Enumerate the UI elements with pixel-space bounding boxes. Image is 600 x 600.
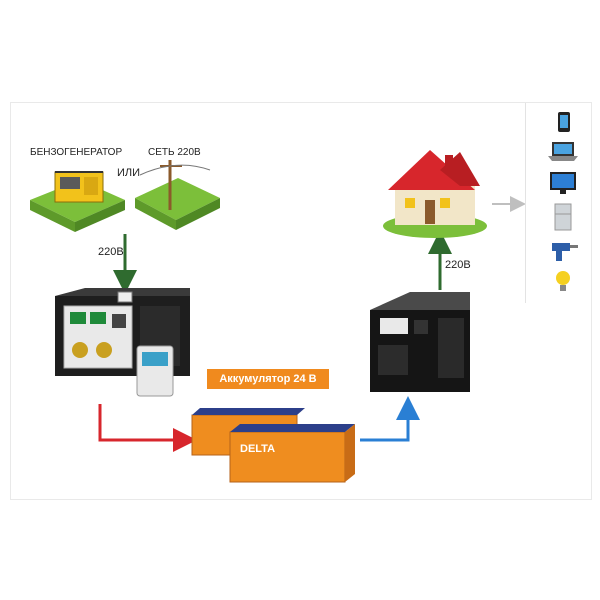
house-icon xyxy=(383,150,487,238)
lightbulb-icon xyxy=(556,271,570,291)
battery-brand: DELTA xyxy=(240,443,275,455)
generator-label: БЕНЗОГЕНЕРАТОР xyxy=(30,147,123,158)
charger-unit-icon xyxy=(55,288,190,397)
arrow-discharge xyxy=(360,396,420,442)
arrow-charge xyxy=(98,404,197,452)
power-pole-icon xyxy=(135,160,220,230)
generator-icon xyxy=(30,171,125,232)
laptop-icon xyxy=(548,142,578,161)
battery-label: Аккумулятор 24 В xyxy=(207,369,329,389)
battery-icon: DELTA xyxy=(191,408,355,483)
fridge-icon xyxy=(554,203,572,231)
monitor-icon xyxy=(550,172,576,194)
inverter-icon xyxy=(370,292,470,392)
phone-icon xyxy=(558,112,570,132)
grid-label: СЕТЬ 220В xyxy=(148,147,201,158)
drill-icon xyxy=(552,243,578,261)
input-voltage-label: 220В xyxy=(98,246,124,258)
devices-column xyxy=(525,103,592,303)
or-label: ИЛИ xyxy=(117,167,141,179)
output-voltage-label: 220В xyxy=(445,259,471,271)
